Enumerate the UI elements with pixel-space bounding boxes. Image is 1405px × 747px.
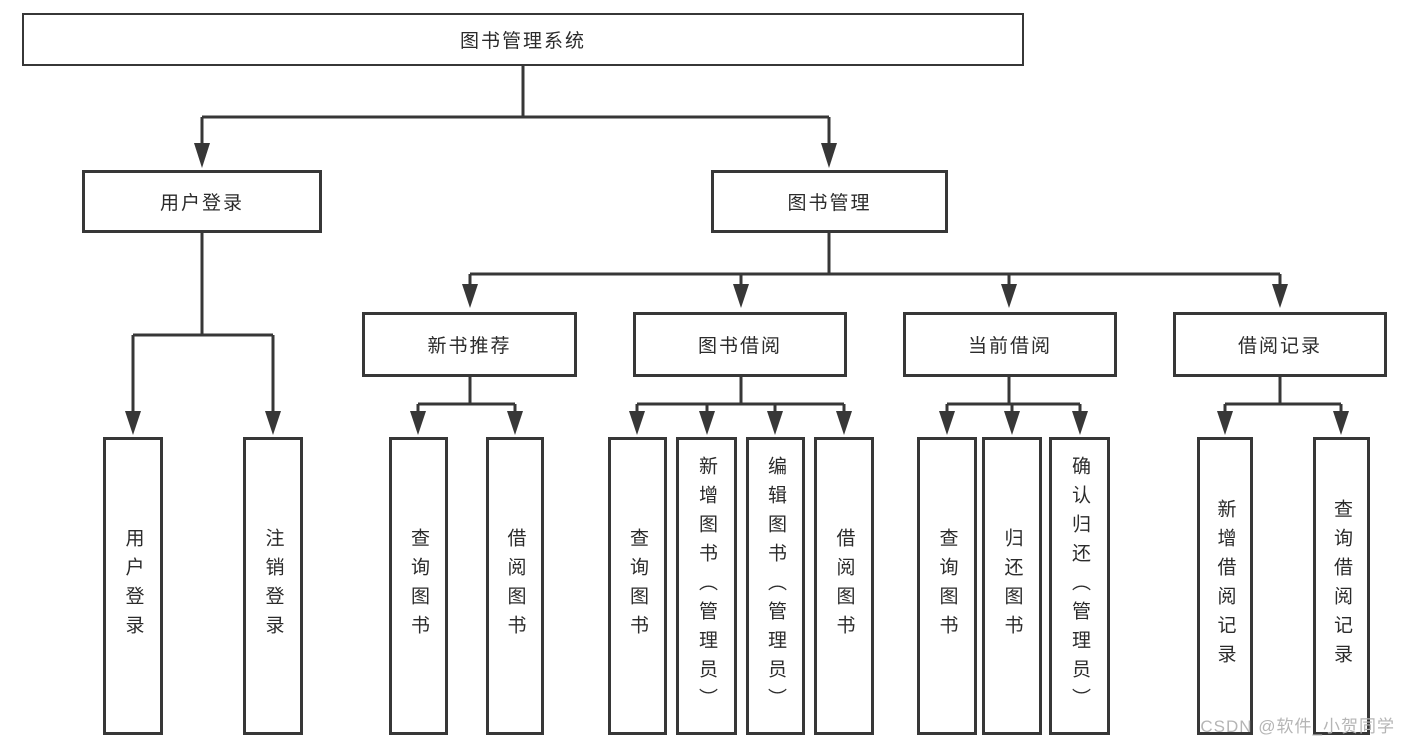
leaf-records-query-record-label: 查询借阅记录	[1331, 499, 1352, 673]
leaf-logout: 注销登录	[243, 437, 303, 735]
leaf-recommend-borrow-book-label: 借阅图书	[504, 528, 526, 644]
node-new-book-recommend: 新书推荐	[362, 312, 577, 377]
leaf-borrowing-borrow-book-label: 借阅图书	[833, 528, 855, 644]
leaf-current-confirm-return-admin-label: 确认归还（管理员）	[1069, 455, 1090, 717]
leaf-borrowing-query-book: 查询图书	[608, 437, 667, 735]
node-borrowing-records: 借阅记录	[1173, 312, 1387, 377]
leaf-logout-label: 注销登录	[262, 528, 284, 644]
leaf-recommend-borrow-book: 借阅图书	[486, 437, 544, 735]
leaf-current-return-book-label: 归还图书	[1001, 528, 1023, 644]
csdn-watermark: CSDN @软件_小贺同学	[1200, 717, 1395, 736]
leaf-current-return-book: 归还图书	[982, 437, 1042, 735]
leaf-borrowing-edit-book-admin-label: 编辑图书（管理员）	[765, 455, 786, 717]
leaf-borrowing-edit-book-admin: 编辑图书（管理员）	[746, 437, 805, 735]
leaf-borrowing-borrow-book: 借阅图书	[814, 437, 874, 735]
leaf-recommend-query-book: 查询图书	[389, 437, 448, 735]
leaf-borrowing-add-book-admin: 新增图书（管理员）	[676, 437, 737, 735]
node-current-borrowing: 当前借阅	[903, 312, 1117, 377]
leaf-recommend-query-book-label: 查询图书	[408, 528, 429, 644]
leaf-user-login-label: 用户登录	[122, 528, 144, 644]
node-book-management-branch: 图书管理	[711, 170, 948, 233]
leaf-current-confirm-return-admin: 确认归还（管理员）	[1049, 437, 1110, 735]
leaf-records-add-record-label: 新增借阅记录	[1214, 499, 1236, 673]
node-user-login-branch: 用户登录	[82, 170, 322, 233]
leaf-current-query-book-label: 查询图书	[936, 528, 958, 644]
leaf-current-query-book: 查询图书	[917, 437, 977, 735]
node-book-borrowing: 图书借阅	[633, 312, 847, 377]
leaf-records-add-record: 新增借阅记录	[1197, 437, 1253, 735]
leaf-borrowing-query-book-label: 查询图书	[627, 528, 648, 644]
leaf-borrowing-add-book-admin-label: 新增图书（管理员）	[696, 455, 717, 717]
leaf-user-login: 用户登录	[103, 437, 163, 735]
leaf-records-query-record: 查询借阅记录	[1313, 437, 1370, 735]
node-system-root: 图书管理系统	[22, 13, 1024, 66]
